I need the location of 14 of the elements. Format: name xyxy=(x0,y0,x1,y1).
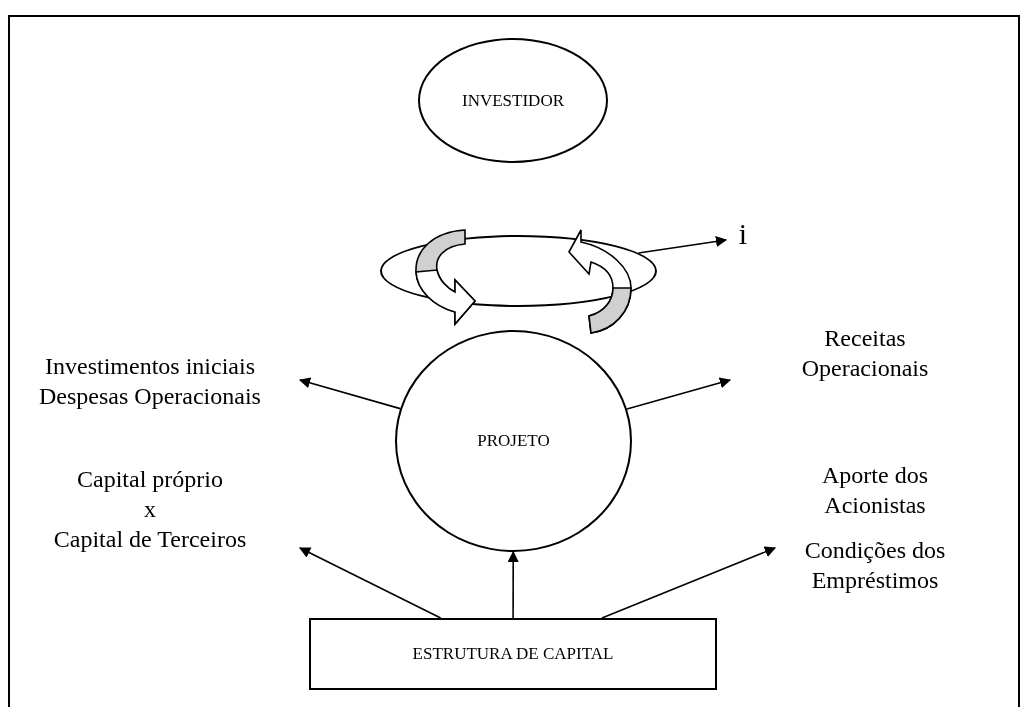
interest-rate-label: i xyxy=(728,214,758,254)
arrow xyxy=(298,377,401,410)
capital-structure-box: ESTRUTURA DE CAPITAL xyxy=(309,618,717,690)
project-circle: PROJETO xyxy=(395,330,632,552)
arrow xyxy=(601,546,777,619)
arrow xyxy=(299,547,442,619)
funding-conditions-label: Aporte dos Acionistas Condições dos Empréstimos xyxy=(785,460,965,595)
investor-ellipse: INVESTIDOR xyxy=(418,38,608,163)
capital-mix-label: Capital próprio x Capital de Terceiros xyxy=(25,460,275,558)
outflows-label: Investimentos iniciais Despesas Operacionais xyxy=(35,322,265,440)
arrow xyxy=(626,377,732,410)
arrow xyxy=(507,550,519,619)
arrow xyxy=(637,235,728,254)
inflows-label: Receitas Operacionais xyxy=(775,322,955,384)
